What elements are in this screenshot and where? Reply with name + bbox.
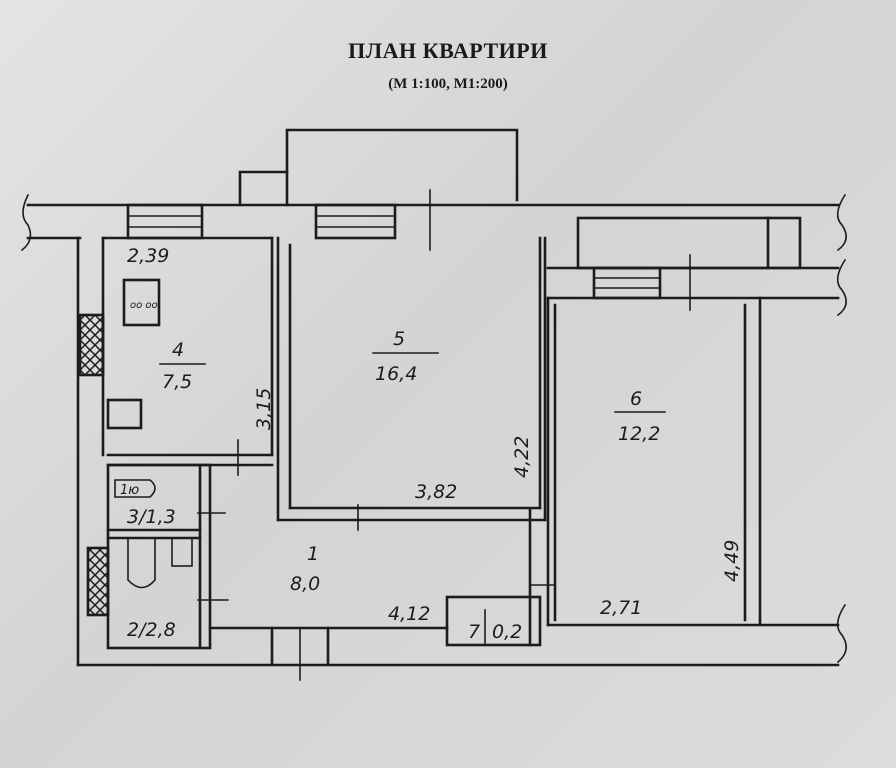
windows [126, 203, 662, 300]
sink-icon [106, 398, 143, 430]
dim-hall-length: 4,12 [388, 603, 430, 625]
room-5-area: 16,4 [375, 363, 417, 385]
room-4-area: 7,5 [162, 371, 192, 393]
room-7-number: 7 [468, 621, 480, 643]
room-1-number: 1 [307, 543, 319, 565]
room-6-number: 6 [630, 388, 642, 410]
toilet-mark: 1ю [120, 483, 139, 498]
dimension-labels: 2,39 3,15 4,22 3,82 4,49 2,71 4,12 [127, 245, 743, 625]
plan-scale: (М 1:100, М1:200) [388, 76, 508, 92]
room-2-label: 2/2,8 [127, 619, 176, 641]
room-5-number: 5 [393, 328, 405, 350]
washbasin-icon [171, 537, 193, 567]
dim-kitchen-length: 3,15 [253, 388, 275, 430]
room-7-area: 0,2 [492, 621, 522, 643]
dim-kitchen-width: 2,39 [127, 245, 169, 267]
walls [20, 128, 847, 681]
room-3-label: 3/1,3 [127, 506, 176, 528]
room-labels: 4 7,5 5 16,4 6 12,2 1 8,0 3/1,3 2/2,8 7 … [120, 300, 666, 643]
stove-mark: oo oo [130, 300, 158, 311]
dim-room5-length: 4,22 [511, 436, 533, 478]
radiators [78, 313, 110, 617]
dim-room6-width: 2,71 [600, 597, 642, 619]
toilet-icon [114, 479, 156, 498]
dim-room6-length: 4,49 [721, 540, 743, 582]
room-1-area: 8,0 [290, 573, 320, 595]
plan-title: ПЛАН КВАРТИРИ [348, 38, 548, 63]
room-6-area: 12,2 [618, 423, 660, 445]
room-4-number: 4 [172, 339, 184, 361]
stove-icon [122, 278, 161, 327]
bathtub-icon [127, 537, 156, 589]
fixtures [106, 278, 193, 589]
dim-room5-width: 3,82 [415, 481, 457, 503]
